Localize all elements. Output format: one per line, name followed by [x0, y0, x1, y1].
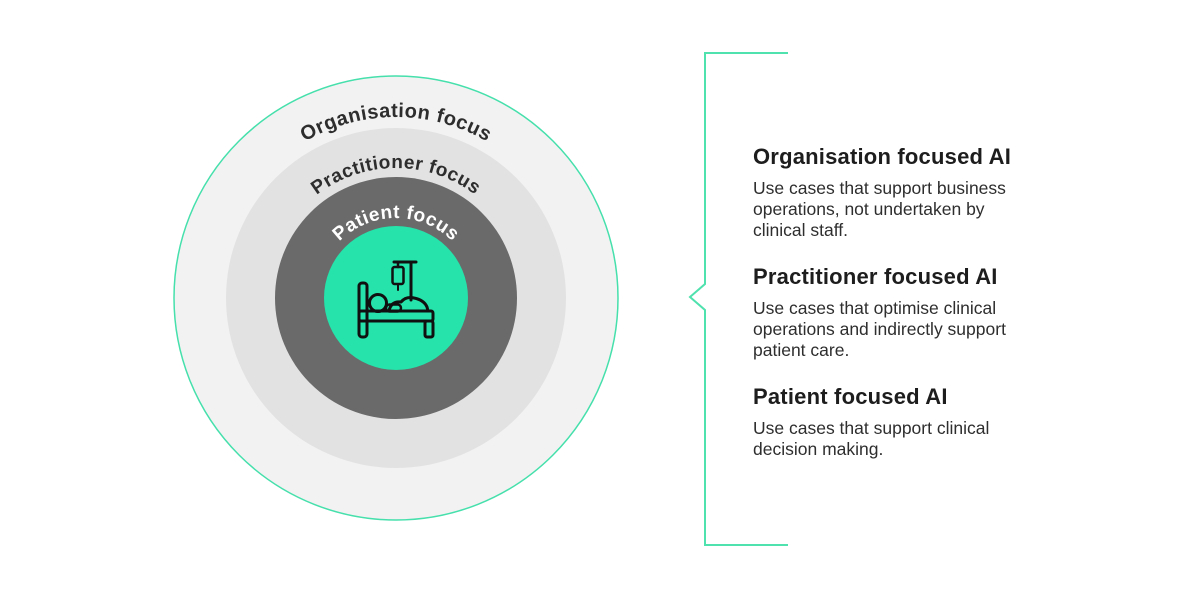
patient-heading: Patient focused AI — [753, 384, 948, 409]
patient-in-bed-icon — [357, 260, 435, 339]
legend-panel: Organisation focused AI Use cases that s… — [753, 143, 1053, 482]
bed-leg — [423, 319, 435, 339]
bracket-line — [688, 52, 788, 546]
legend-section-practitioner: Practitioner focused AI Use cases that o… — [753, 263, 1053, 361]
legend-section-organisation: Organisation focused AI Use cases that s… — [753, 143, 1053, 241]
practitioner-heading: Practitioner focused AI — [753, 264, 998, 289]
center-circle — [324, 226, 468, 370]
patient-head — [368, 293, 388, 313]
organisation-heading: Organisation focused AI — [753, 144, 1012, 169]
patient-blanket — [387, 296, 430, 313]
organisation-description: Use cases that support business operatio… — [753, 178, 1006, 240]
curly-bracket-icon — [688, 52, 788, 546]
practitioner-description: Use cases that optimise clinical operati… — [753, 298, 1006, 360]
patient-description: Use cases that support clinical decision… — [753, 418, 990, 459]
focus-rings-diagram: Organisation focus Practitioner focus Pa… — [173, 75, 619, 521]
legend-section-patient: Patient focused AI Use cases that suppor… — [753, 383, 1053, 460]
